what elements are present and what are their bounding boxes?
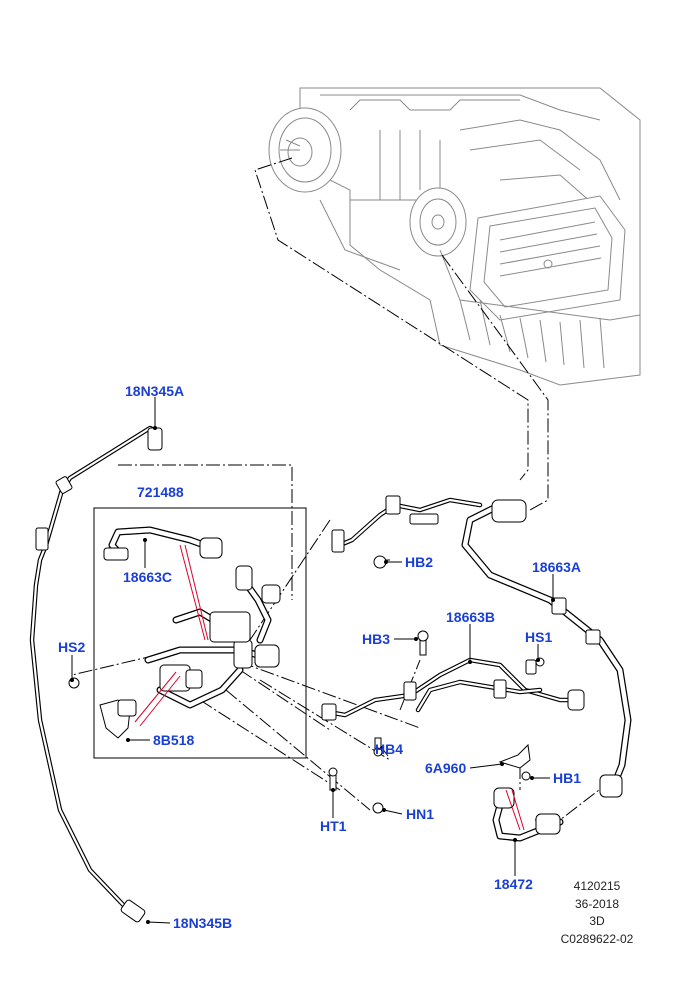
callout-18472: 18472 xyxy=(494,876,533,892)
callout-18N345A: 18N345A xyxy=(125,383,184,399)
hose-18663B xyxy=(321,630,585,721)
callout-18663A: 18663A xyxy=(532,559,581,575)
callout-HB1: HB1 xyxy=(553,770,581,786)
hose-18472 xyxy=(492,787,564,842)
footer-reference: 4120215 36-2018 3D C0289622-02 xyxy=(561,879,634,946)
callout-18N345B: 18N345B xyxy=(173,915,232,931)
footer-line-2: 36-2018 xyxy=(575,897,619,911)
callout-721488: 721488 xyxy=(137,484,184,500)
callout-18663C: 18663C xyxy=(123,569,172,585)
hvac-housing xyxy=(268,87,641,386)
hose-manifold-721488 xyxy=(99,544,281,739)
callout-HB2: HB2 xyxy=(405,554,433,570)
fasteners xyxy=(68,657,545,814)
hose-upper-HB2 xyxy=(331,495,483,569)
footer-line-4: C0289622-02 xyxy=(561,932,634,946)
callout-labels: 18N345A 721488 18663C HS2 8B518 HB2 1866… xyxy=(58,383,581,931)
callout-HS1: HS1 xyxy=(525,629,552,645)
hose-18663A xyxy=(461,499,632,798)
callout-HN1: HN1 xyxy=(406,806,434,822)
callout-HT1: HT1 xyxy=(320,818,347,834)
callout-18663B: 18663B xyxy=(446,609,495,625)
callout-HS2: HS2 xyxy=(58,639,85,655)
pipe-18N345 xyxy=(29,425,163,923)
hose-18663C xyxy=(103,526,223,561)
callout-HB3: HB3 xyxy=(362,631,390,647)
footer-line-3: 3D xyxy=(589,914,605,928)
kit-box-721488 xyxy=(93,507,307,759)
callout-8B518: 8B518 xyxy=(153,732,194,748)
footer-line-1: 4120215 xyxy=(574,879,621,893)
leader-lines xyxy=(70,397,555,924)
callout-6A960: 6A960 xyxy=(425,760,466,776)
callout-HB4: HB4 xyxy=(375,741,403,757)
